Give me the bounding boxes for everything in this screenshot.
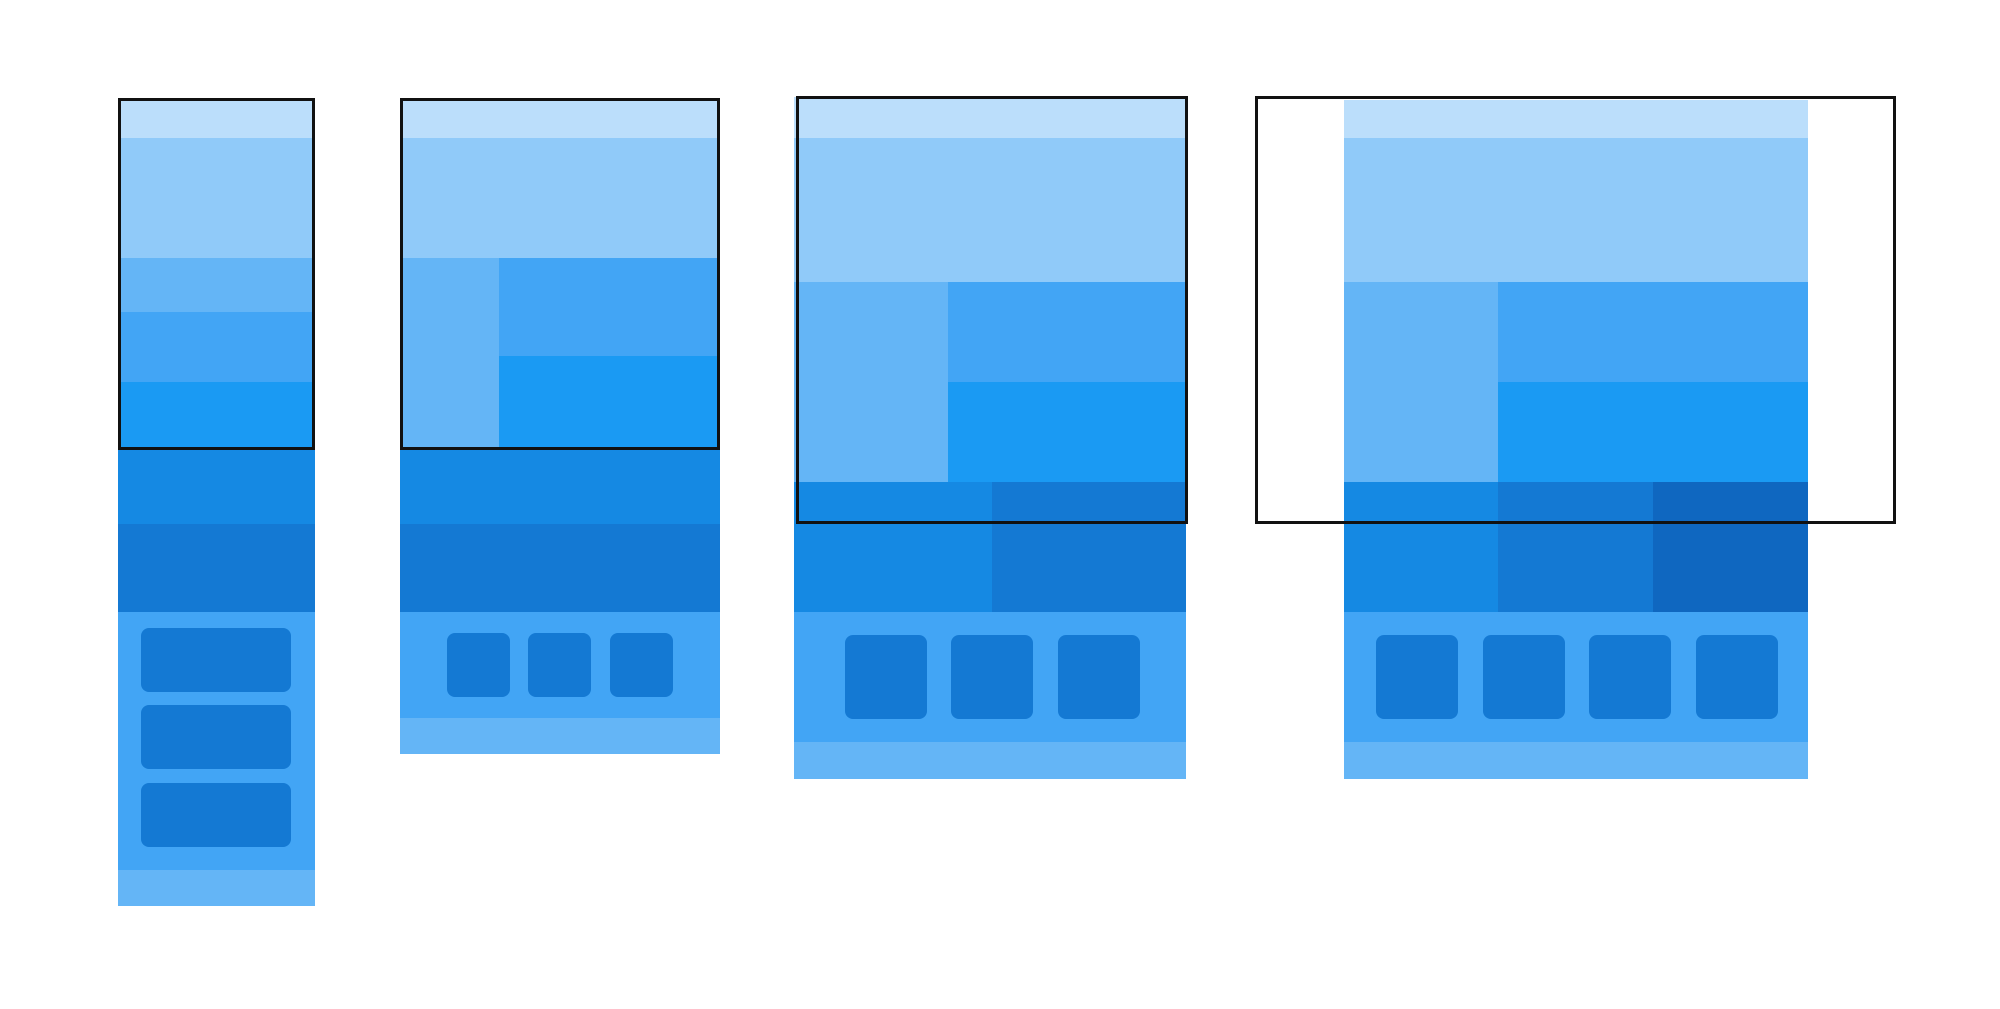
tile-card bbox=[610, 633, 673, 697]
content-block-b bbox=[499, 356, 720, 450]
content-block-a bbox=[1498, 282, 1808, 382]
nav-block bbox=[1344, 282, 1498, 482]
tile-card bbox=[141, 705, 291, 769]
nav-block bbox=[118, 258, 315, 312]
header-bar bbox=[794, 97, 1186, 138]
tile-card bbox=[141, 628, 291, 692]
tile-card bbox=[1058, 635, 1140, 719]
footer-bar bbox=[794, 742, 1186, 779]
tile-card bbox=[141, 783, 291, 847]
tile-card bbox=[845, 635, 927, 719]
content-block-b bbox=[118, 382, 315, 450]
band-1 bbox=[1344, 482, 1498, 612]
nav-block bbox=[794, 282, 948, 482]
band-1 bbox=[794, 482, 992, 612]
hero-block bbox=[794, 138, 1186, 282]
hero-block bbox=[1344, 138, 1808, 282]
content-block-a bbox=[499, 258, 720, 356]
nav-block bbox=[400, 258, 499, 450]
tile-card bbox=[447, 633, 510, 697]
content-block-a bbox=[948, 282, 1186, 382]
tile-card bbox=[1483, 635, 1565, 719]
content-block-a bbox=[118, 312, 315, 382]
tile-card bbox=[951, 635, 1033, 719]
hero-block bbox=[118, 138, 315, 258]
band-1 bbox=[400, 450, 720, 524]
footer-bar bbox=[1344, 742, 1808, 779]
band-3 bbox=[1653, 482, 1808, 612]
band-2 bbox=[992, 482, 1186, 612]
tile-card bbox=[1589, 635, 1671, 719]
content-block-b bbox=[948, 382, 1186, 482]
tile-card bbox=[528, 633, 591, 697]
header-bar bbox=[1344, 100, 1808, 138]
band-2 bbox=[400, 524, 720, 612]
band-2 bbox=[118, 524, 315, 612]
tile-card bbox=[1696, 635, 1778, 719]
tile-card bbox=[1376, 635, 1458, 719]
header-bar bbox=[400, 100, 720, 138]
band-2 bbox=[1498, 482, 1653, 612]
header-bar bbox=[118, 100, 315, 138]
content-block-b bbox=[1498, 382, 1808, 482]
footer-bar bbox=[400, 718, 720, 754]
hero-block bbox=[400, 138, 720, 258]
band-1 bbox=[118, 450, 315, 524]
footer-bar bbox=[118, 870, 315, 906]
